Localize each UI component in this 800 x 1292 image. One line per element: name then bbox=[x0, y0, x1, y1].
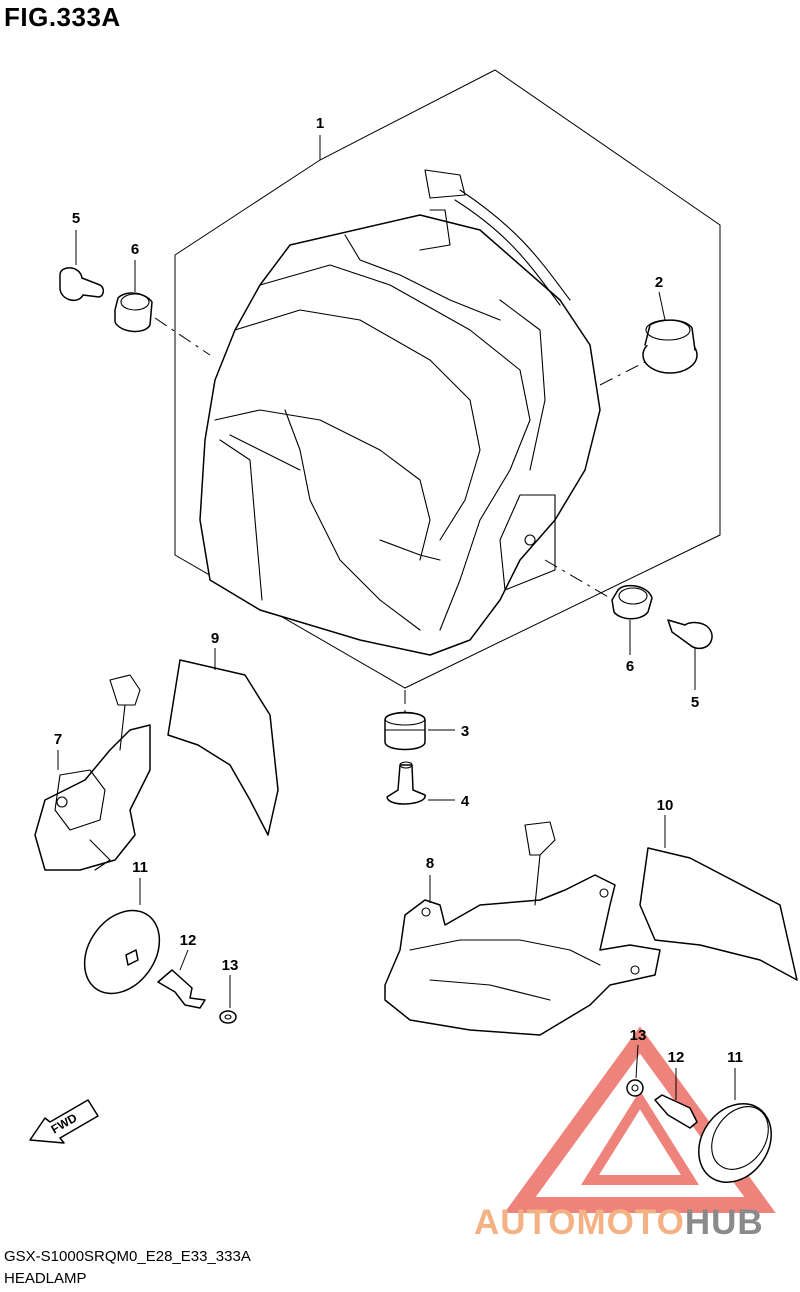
model-code: GSX-S1000SRQM0_E28_E33_333A bbox=[4, 1248, 251, 1265]
callout-13-left: 13 bbox=[222, 957, 239, 974]
watermark-text-part2: HUB bbox=[684, 1203, 764, 1242]
callout-6-top: 6 bbox=[131, 241, 139, 258]
seal-sheet-part-9 bbox=[167, 648, 279, 836]
bolt-part-4 bbox=[386, 761, 455, 805]
callout-4: 4 bbox=[461, 793, 470, 810]
callout-1: 1 bbox=[316, 115, 324, 132]
callout-12-right: 12 bbox=[668, 1049, 685, 1066]
position-light-part-8 bbox=[384, 821, 661, 1036]
callout-2: 2 bbox=[655, 274, 663, 291]
grommet-part-6-top bbox=[114, 260, 211, 356]
watermark-logo bbox=[504, 1026, 776, 1213]
callout-13-right: 13 bbox=[630, 1027, 647, 1044]
grommet-part-6-bottom bbox=[544, 559, 653, 655]
bolt-part-5-top bbox=[59, 230, 104, 302]
seal-sheet-part-10 bbox=[639, 815, 798, 981]
callout-7: 7 bbox=[54, 731, 62, 748]
watermark-text-part1: AUTOMOTO bbox=[474, 1203, 685, 1242]
cover-part-11-left bbox=[83, 878, 161, 995]
washer-part-13-right bbox=[626, 1044, 644, 1097]
figure-title: FIG.333A bbox=[4, 2, 121, 32]
screw-part-12-right bbox=[654, 1068, 698, 1129]
callout-10: 10 bbox=[657, 797, 674, 814]
washer-part-13-left bbox=[219, 975, 237, 1024]
rubber-mount-part-3 bbox=[384, 690, 455, 751]
callout-12-left: 12 bbox=[180, 932, 197, 949]
watermark-text: AUTOMOTOHUB bbox=[474, 1203, 764, 1243]
callout-6-bottom: 6 bbox=[626, 658, 634, 675]
callout-8: 8 bbox=[426, 855, 434, 872]
part-group-name: HEADLAMP bbox=[4, 1270, 87, 1287]
callout-labels: 1 2 3 4 5 5 6 6 7 8 9 10 11 11 12 12 13 … bbox=[54, 115, 743, 1066]
callout-3: 3 bbox=[461, 723, 469, 740]
callout-9: 9 bbox=[211, 630, 219, 647]
headlamp-housing-part-1 bbox=[199, 169, 601, 656]
callout-5-top: 5 bbox=[72, 210, 80, 227]
bolt-part-5-bottom bbox=[667, 619, 713, 690]
fwd-arrow-icon: FWD bbox=[29, 1099, 99, 1144]
bulb-cap-part-2 bbox=[599, 291, 698, 386]
cover-part-11-right bbox=[698, 1068, 772, 1184]
position-light-part-7 bbox=[34, 674, 151, 871]
callout-11-left: 11 bbox=[132, 859, 148, 876]
callout-5-bottom: 5 bbox=[691, 694, 699, 711]
callout-11-right: 11 bbox=[727, 1049, 743, 1066]
screw-part-12-left bbox=[157, 949, 206, 1009]
